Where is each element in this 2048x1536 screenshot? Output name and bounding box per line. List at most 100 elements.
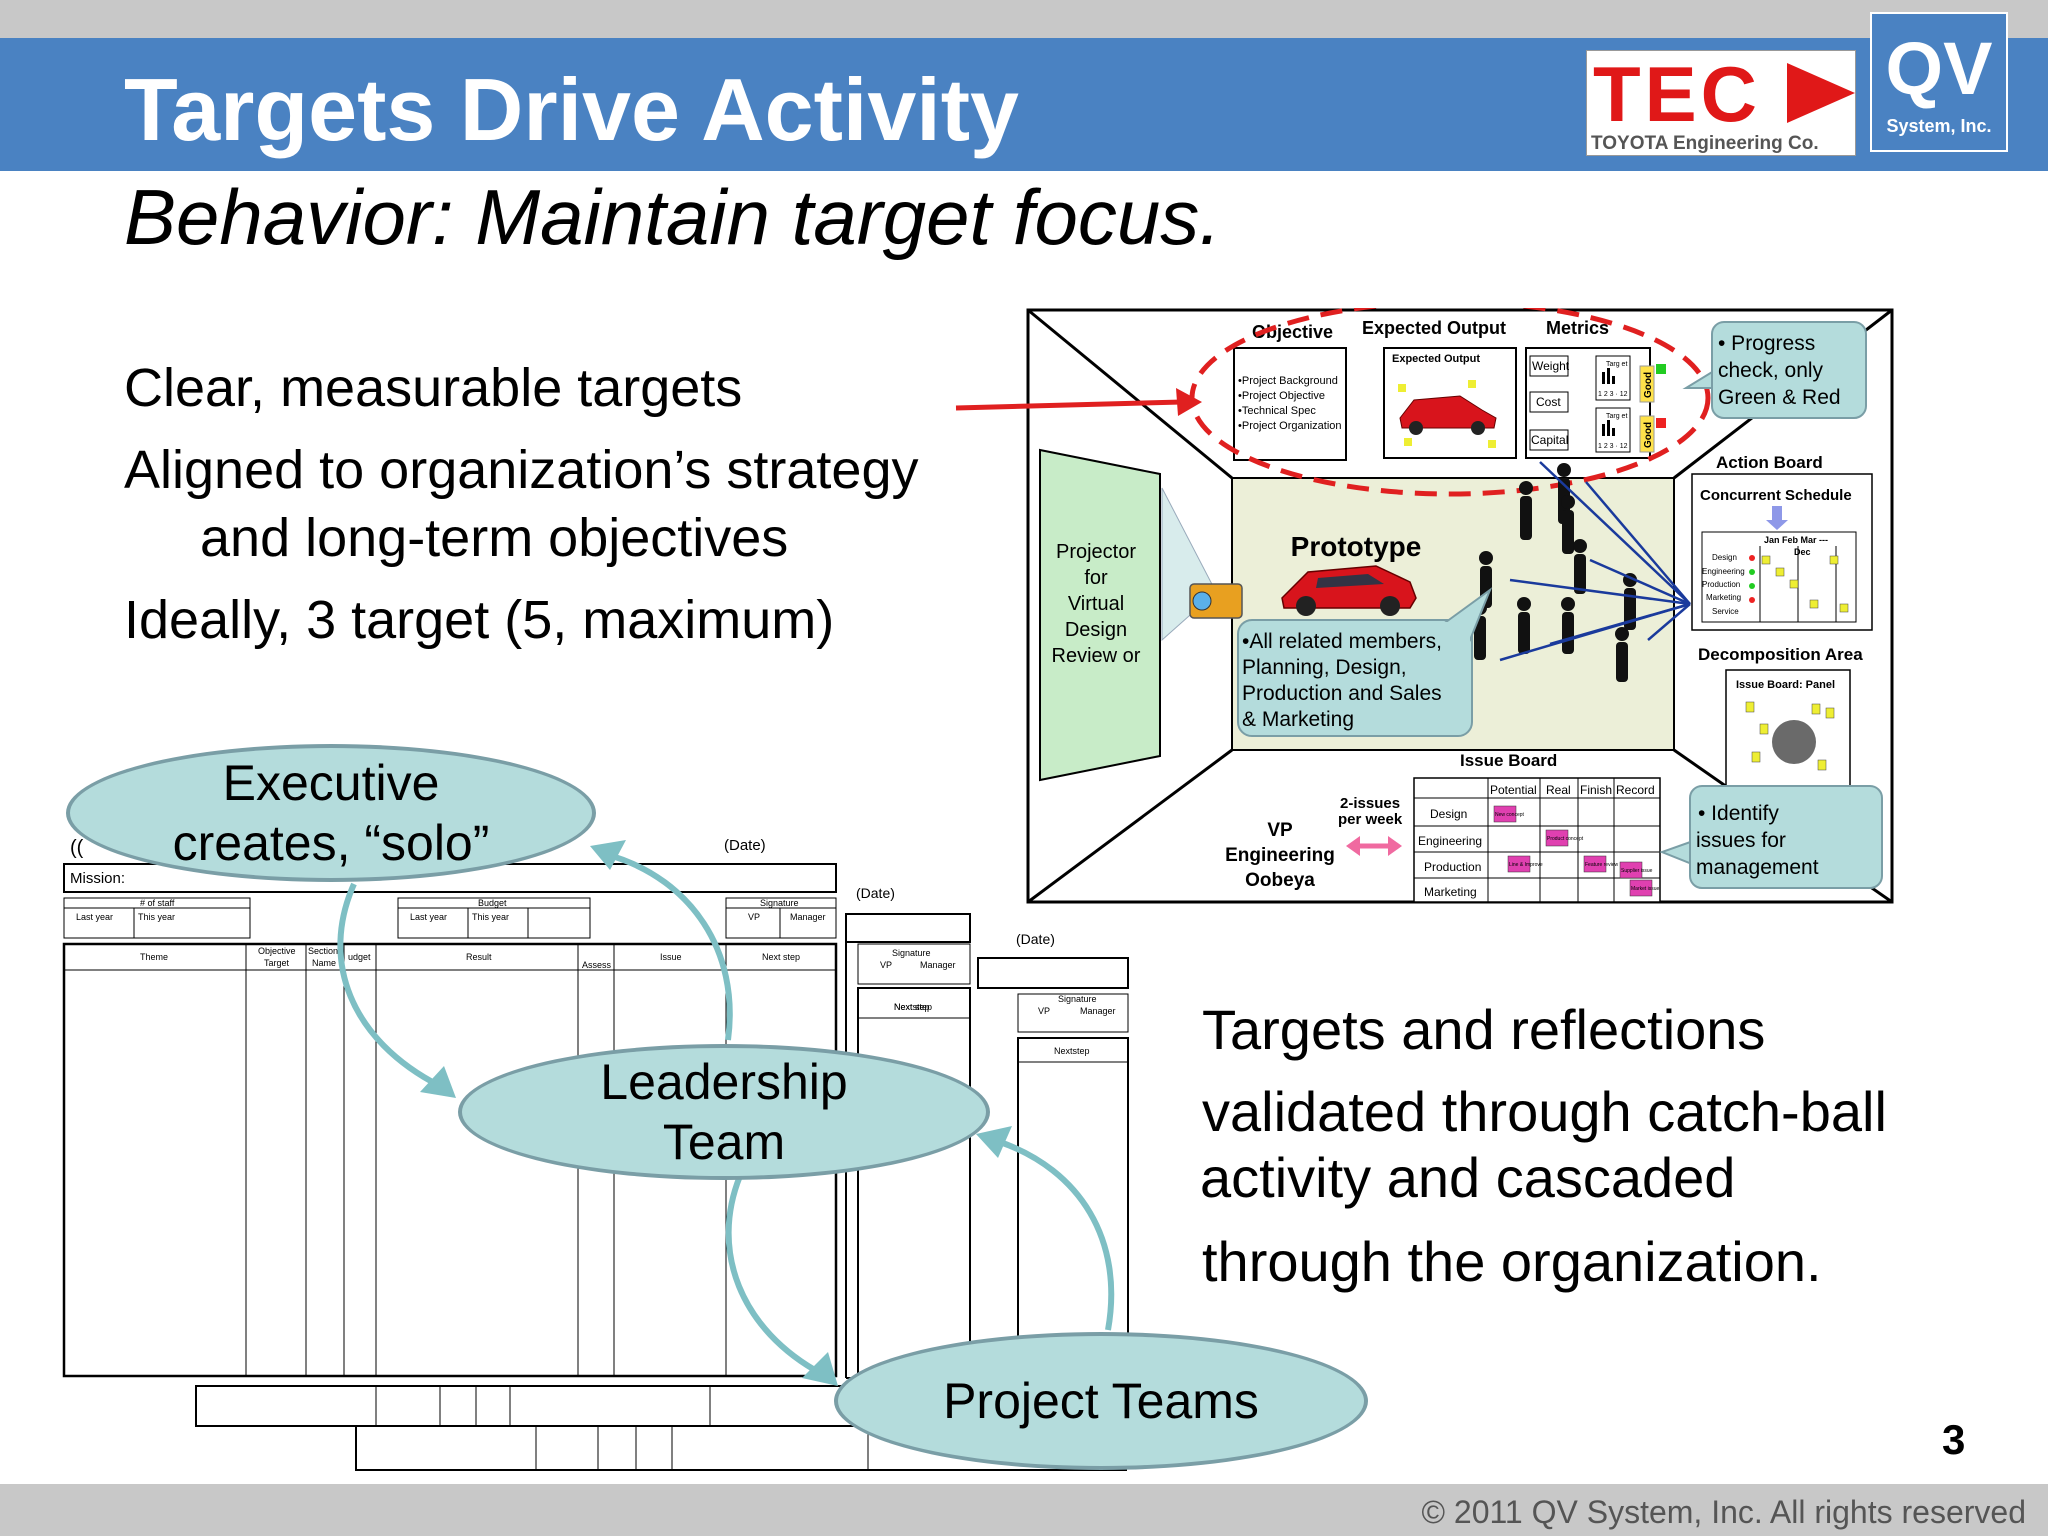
form-cut-char: (( xyxy=(70,837,84,859)
form-staff: # of staff xyxy=(140,898,175,908)
objective-item: •Project Objective xyxy=(1238,390,1325,402)
qv-name-text: System, Inc. xyxy=(1886,116,1991,136)
executive-line-1: Executive xyxy=(222,755,440,811)
red-pointer-arrow xyxy=(955,388,1202,416)
form-mission-label: Mission: xyxy=(70,870,125,887)
projector-screen xyxy=(1039,448,1161,782)
projector-icon xyxy=(1189,583,1243,619)
expected-output-header: Expected Output xyxy=(1362,318,1506,338)
metric-target-label: Targ et xyxy=(1606,361,1627,368)
leadership-line-2: Team xyxy=(662,1114,786,1170)
issue-row: Marketing xyxy=(1424,885,1477,899)
issue-board-label: Issue Board xyxy=(1460,751,1557,770)
issue-col: Record xyxy=(1616,783,1655,797)
schedule-row: Engineering xyxy=(1702,567,1745,576)
schedule-row: Design xyxy=(1712,553,1737,562)
planning-forms: (Date) Signature VP Manager Nextstep (Da… xyxy=(62,837,1129,1471)
form-front: (Date) (( Mission: # of staff Last year … xyxy=(62,837,838,1378)
form-last-year: Last year xyxy=(76,912,113,922)
qv-mark-text: QV xyxy=(1886,27,1993,110)
project-teams-label: Project Teams xyxy=(943,1373,1259,1429)
tec-logo: TEC TOYOTA Engineering Co. xyxy=(1586,50,1856,156)
form-col-budget: udget xyxy=(348,952,371,962)
paragraph-line: validated through catch-ball xyxy=(1202,1080,1887,1143)
objective-item: •Project Background xyxy=(1238,375,1338,387)
metric-weight: Weight xyxy=(1532,359,1570,373)
form-signature: Signature xyxy=(1058,994,1097,1004)
arrow-exec-to-leadership xyxy=(337,882,442,1089)
paragraph-line: activity and cascaded xyxy=(1200,1146,1736,1209)
top-strip xyxy=(0,0,2048,38)
action-board-label: Action Board xyxy=(1716,453,1823,472)
arrow-leadership-to-exec xyxy=(611,853,733,1041)
qv-logo: QV System, Inc. xyxy=(1870,12,2008,152)
tec-name-text: TOYOTA Engineering Co. xyxy=(1591,133,1819,154)
paragraph-line: through the organization. xyxy=(1202,1230,1822,1293)
decomposition-area-label: Decomposition Area xyxy=(1698,645,1863,664)
form-next-step: Nextstep xyxy=(894,1002,930,1012)
sticky-note-text: Line & Improve xyxy=(1509,862,1543,868)
sticky-note-text: New concept xyxy=(1495,812,1525,818)
copyright-text: © 2011 QV System, Inc. All rights reserv… xyxy=(1421,1494,2026,1530)
sticky-note-text: Market issue xyxy=(1631,886,1660,892)
executive-line-2: creates, “solo” xyxy=(172,815,490,871)
obeya-diagram: Objective Expected Output Metrics •Proje… xyxy=(1026,308,1894,904)
connection-arrows xyxy=(1499,461,1691,662)
sticky-note-text: Feature review xyxy=(1585,862,1618,868)
bullet-aligned-cont: and long-term objectives xyxy=(200,508,789,568)
catchball-arrows xyxy=(337,840,1115,1386)
issue-sticky-notes: New concept Product concept Line & Impro… xyxy=(1493,805,1660,897)
schedule-row: Marketing xyxy=(1706,593,1741,602)
sticky-note-text: Supplier issue xyxy=(1621,868,1653,874)
leadership-line-1: Leadership xyxy=(600,1054,848,1110)
down-arrow-icon xyxy=(1766,506,1788,530)
form-next-step: Next step xyxy=(894,1002,932,1012)
issue-col: Real xyxy=(1546,783,1571,797)
prototype-car-icon xyxy=(1281,565,1417,616)
issue-row: Design xyxy=(1430,807,1467,821)
issue-row: Engineering xyxy=(1418,834,1482,848)
double-arrow-icon xyxy=(1346,836,1402,856)
qv-logo-graphic: QV System, Inc. xyxy=(1886,27,1993,136)
schedule-row: Production xyxy=(1702,580,1740,589)
objective-item: •Project Organization xyxy=(1238,420,1342,432)
arrow-leadership-to-project xyxy=(725,1174,824,1377)
schedule-row: Service xyxy=(1712,607,1739,616)
form-col-target: Target xyxy=(264,958,290,968)
concurrent-schedule-label: Concurrent Schedule xyxy=(1700,487,1852,504)
page-number: 3 xyxy=(1942,1416,1966,1463)
schedule-months: Jan Feb Mar --- xyxy=(1764,535,1828,545)
form-col-objective: Objective xyxy=(258,946,296,956)
slide-title: Targets Drive Activity xyxy=(124,60,1019,159)
metric-cost: Cost xyxy=(1536,395,1561,409)
form-manager: Manager xyxy=(1080,1006,1116,1016)
form-signature: Signature xyxy=(760,898,799,908)
objective-panel xyxy=(1233,347,1347,461)
bullet-ideally: Ideally, 3 target (5, maximum) xyxy=(124,590,835,650)
form-last-year: Last year xyxy=(410,912,447,922)
footer-bar xyxy=(0,1484,2048,1536)
issue-board xyxy=(1413,777,1661,903)
tec-mark-text: TEC xyxy=(1593,51,1761,138)
metric-capital: Capital xyxy=(1531,433,1568,447)
form-date: (Date) xyxy=(856,885,895,901)
sticky-note-text: Product concept xyxy=(1547,836,1584,842)
metrics-header: Metrics xyxy=(1546,318,1609,338)
form-col-section: Section/ xyxy=(308,946,341,956)
metric-good-label: Good xyxy=(1643,372,1654,398)
project-teams-ellipse: Project Teams xyxy=(834,1332,1368,1470)
metric-axis-label: 1 2 3 · 12 xyxy=(1598,391,1628,398)
identify-callout xyxy=(1689,785,1883,889)
bullet-clear-targets: Clear, measurable targets xyxy=(124,358,743,418)
metric-axis-label: 1 2 3 · 12 xyxy=(1598,443,1628,450)
issue-row: Production xyxy=(1424,860,1481,874)
form-col-theme: Theme xyxy=(140,952,168,962)
issue-col: Potential xyxy=(1490,783,1537,797)
issue-col: Finish xyxy=(1580,783,1612,797)
